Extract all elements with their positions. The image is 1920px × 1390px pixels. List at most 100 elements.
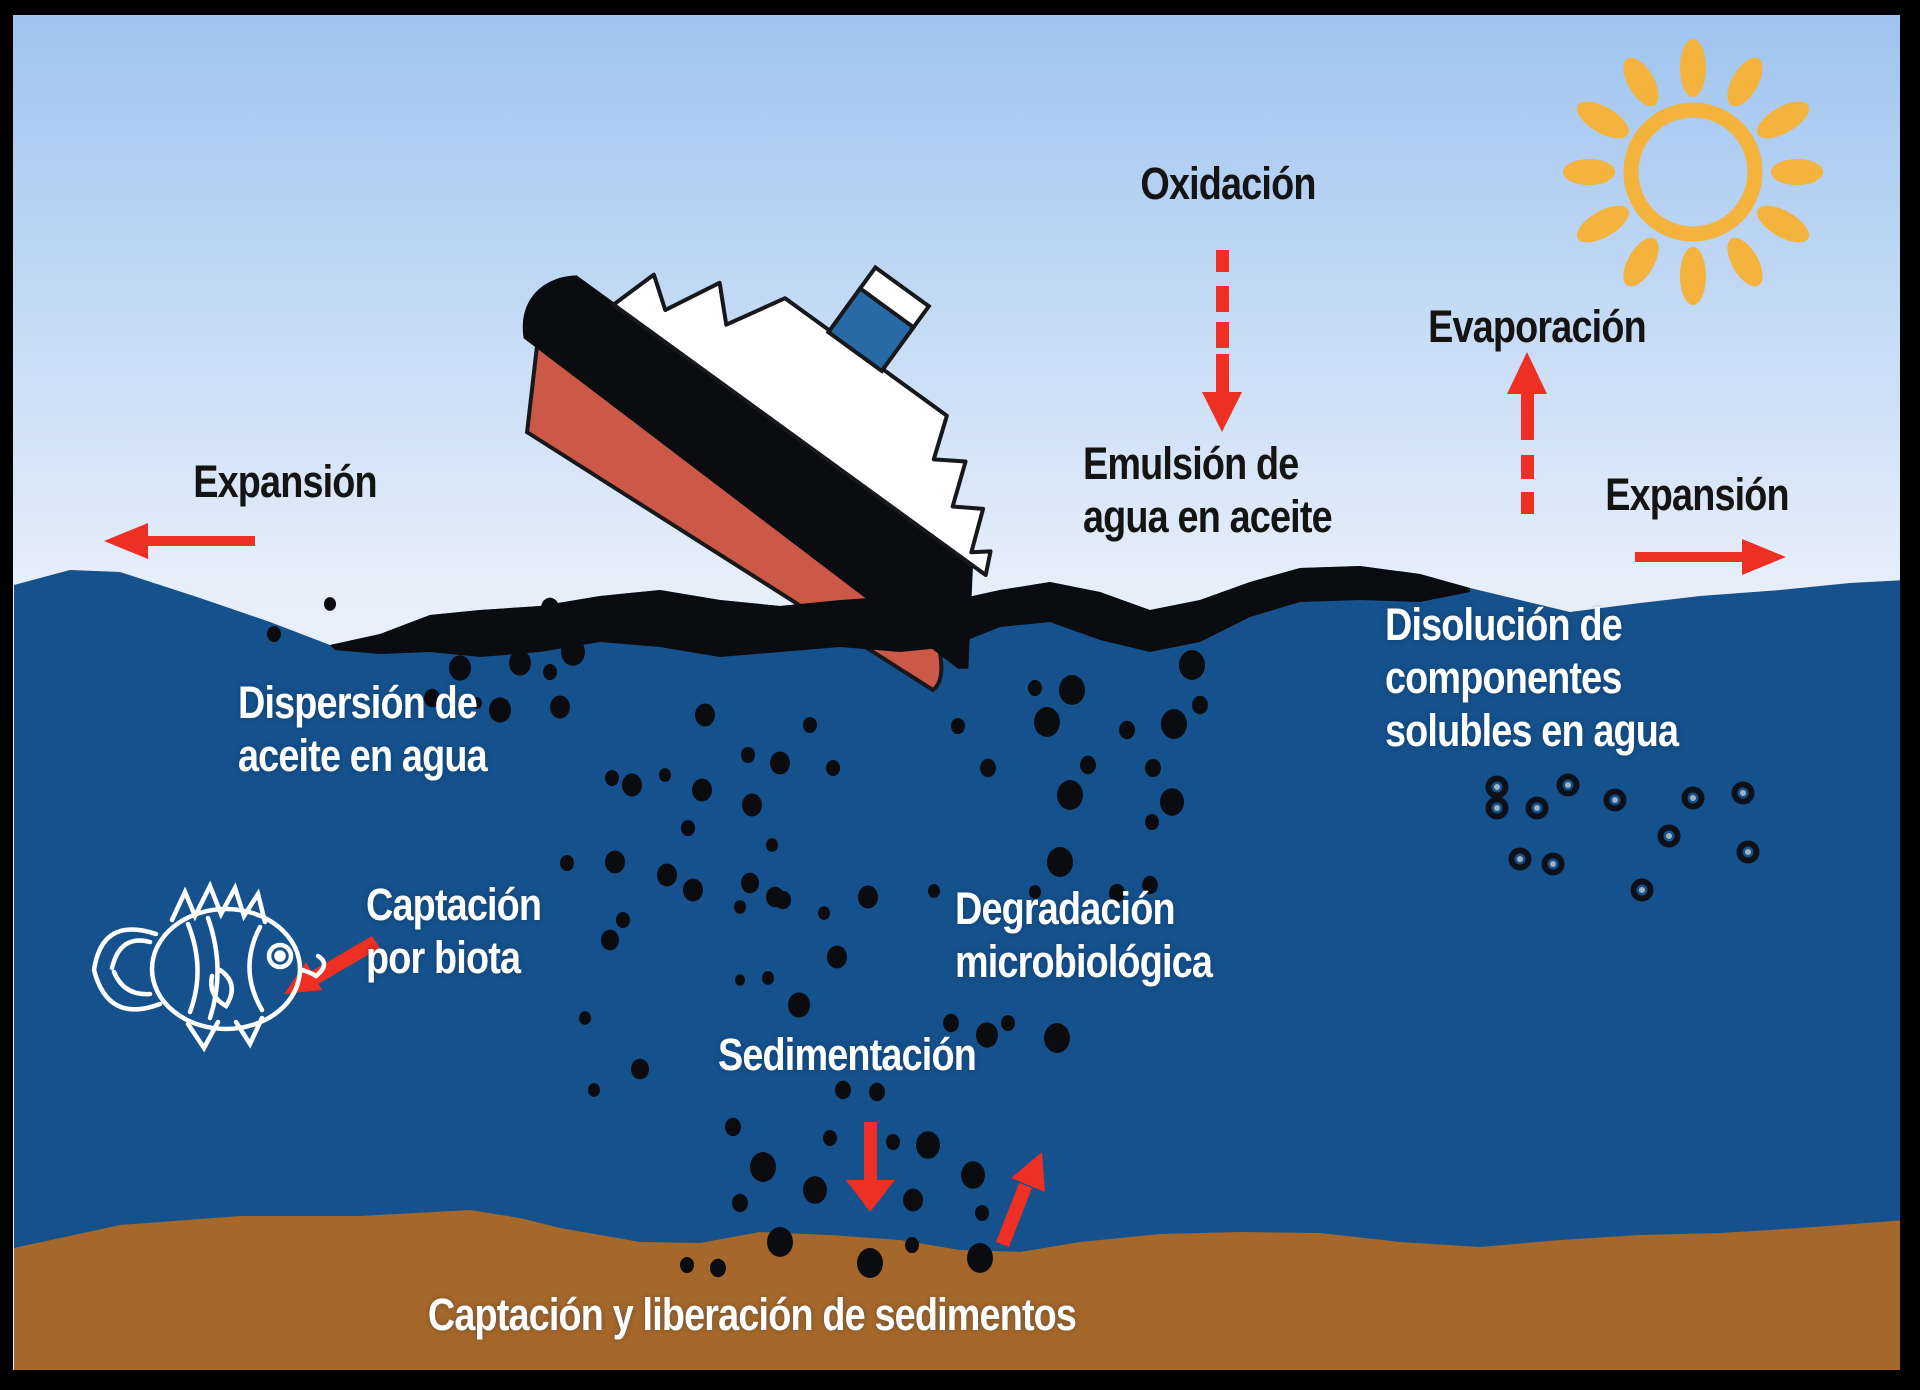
oil-droplet: [1119, 720, 1135, 740]
oil-droplet: [605, 769, 619, 787]
label-evaporacion: Evaporación: [1428, 301, 1646, 352]
sun-icon: [1563, 39, 1823, 305]
dissolved-bubble-center: [1550, 861, 1556, 867]
oil-droplet: [267, 625, 281, 643]
oil-droplet: [462, 620, 478, 640]
oil-droplet: [695, 703, 715, 727]
oil-droplet: [1080, 755, 1096, 775]
dissolved-bubble-center: [1534, 805, 1540, 811]
oil-droplet: [561, 638, 585, 666]
dissolved-bubble: [1525, 796, 1549, 820]
oil-droplet: [560, 854, 574, 872]
oil-droplet: [1029, 885, 1041, 899]
oil-droplet: [1047, 847, 1073, 877]
dissolved-bubble-center: [1745, 849, 1751, 855]
dissolved-bubble-center: [1639, 887, 1645, 893]
label-dispersion: Dispersión de aceite en agua: [238, 677, 488, 781]
oil-droplet: [605, 850, 625, 874]
oil-droplet: [762, 971, 774, 985]
oil-droplet: [732, 1193, 748, 1213]
dissolved-bubble-center: [1690, 795, 1696, 801]
label-emulsion: Emulsión de agua en aceite: [1083, 438, 1333, 542]
oil-droplet: [770, 751, 790, 775]
oil-droplet: [976, 1022, 998, 1048]
oil-droplet: [680, 1256, 694, 1274]
oil-droplet: [657, 863, 677, 887]
oil-droplet: [823, 1129, 837, 1147]
oil-droplet: [683, 878, 703, 902]
oil-droplet: [803, 1176, 827, 1204]
oil-droplet: [324, 597, 336, 611]
dissolved-bubble: [1603, 788, 1627, 812]
oil-droplet: [659, 768, 671, 782]
dissolved-bubble-center: [1612, 797, 1618, 803]
dissolved-bubble-center: [1517, 856, 1523, 862]
oil-droplet: [858, 885, 878, 909]
oil-droplet: [741, 872, 759, 894]
sediment-bed: [14, 1210, 1906, 1372]
expansion-right-arrow: [1635, 539, 1786, 575]
oil-droplet: [826, 759, 840, 777]
oil-droplet: [681, 819, 695, 837]
dissolved-bubble-center: [1494, 784, 1500, 790]
oil-droplet: [835, 1080, 851, 1100]
dissolved-bubble-center: [1494, 805, 1500, 811]
oil-droplet: [710, 1258, 726, 1278]
oil-droplet: [1179, 650, 1205, 680]
dissolved-bubble: [1657, 824, 1681, 848]
expansion-left-arrow: [104, 523, 255, 559]
dissolved-bubble: [1731, 781, 1755, 805]
dissolved-bubble: [1485, 775, 1509, 799]
oil-droplets-layer: [267, 597, 1208, 1278]
oil-droplet: [916, 1131, 940, 1159]
oil-droplet: [886, 1133, 900, 1151]
oil-droplet: [449, 655, 471, 681]
oil-droplet: [1160, 788, 1184, 816]
oil-droplet: [857, 1248, 883, 1278]
label-oxidacion: Oxidación: [1140, 158, 1316, 209]
dissolved-bubble: [1630, 878, 1654, 902]
oil-slick: [330, 566, 1470, 657]
oil-droplet: [1161, 709, 1187, 739]
dissolved-bubble-center: [1565, 782, 1571, 788]
oil-droplet: [961, 1161, 985, 1189]
oil-droplet: [1192, 695, 1208, 715]
dissolved-bubble-center: [1740, 790, 1746, 796]
dissolved-bubble: [1556, 773, 1580, 797]
oil-droplet: [631, 1058, 649, 1080]
fish-icon: [91, 880, 327, 1053]
oil-droplet: [1001, 1014, 1015, 1032]
label-expansion-left: Expansión: [193, 456, 377, 507]
dissolved-bubble: [1485, 796, 1509, 820]
oil-droplet: [905, 1236, 919, 1254]
label-expansion-right: Expansión: [1605, 469, 1789, 520]
oil-droplet: [509, 650, 531, 676]
oil-droplet: [1142, 875, 1158, 895]
oil-droplet: [424, 688, 440, 708]
oil-droplet: [1034, 707, 1060, 737]
sedimentation-down-arrow: [846, 1122, 895, 1212]
oil-droplet: [550, 695, 570, 719]
oil-droplet: [869, 1082, 885, 1102]
oil-droplet: [472, 697, 482, 709]
oil-droplet: [616, 911, 630, 929]
dissolved-bubbles-layer: [1485, 773, 1760, 902]
dissolved-bubble: [1736, 840, 1760, 864]
ocean-water: [14, 566, 1906, 1372]
oil-droplet: [788, 992, 810, 1018]
oil-droplet: [766, 838, 778, 852]
oil-droplet: [692, 778, 712, 802]
oil-droplet: [622, 773, 642, 797]
oil-droplet: [741, 746, 755, 764]
oil-droplet: [1109, 883, 1125, 903]
oil-droplet: [803, 716, 817, 734]
oil-droplet: [489, 697, 511, 723]
oil-droplet: [742, 793, 762, 817]
oil-droplet: [588, 1083, 600, 1097]
oil-droplet: [1145, 813, 1159, 831]
oil-droplet: [543, 663, 557, 681]
oil-droplet: [1059, 675, 1085, 705]
oil-droplet: [943, 1013, 959, 1033]
label-captacion-sedimentos: Captación y liberación de sedimentos: [427, 1289, 1077, 1340]
